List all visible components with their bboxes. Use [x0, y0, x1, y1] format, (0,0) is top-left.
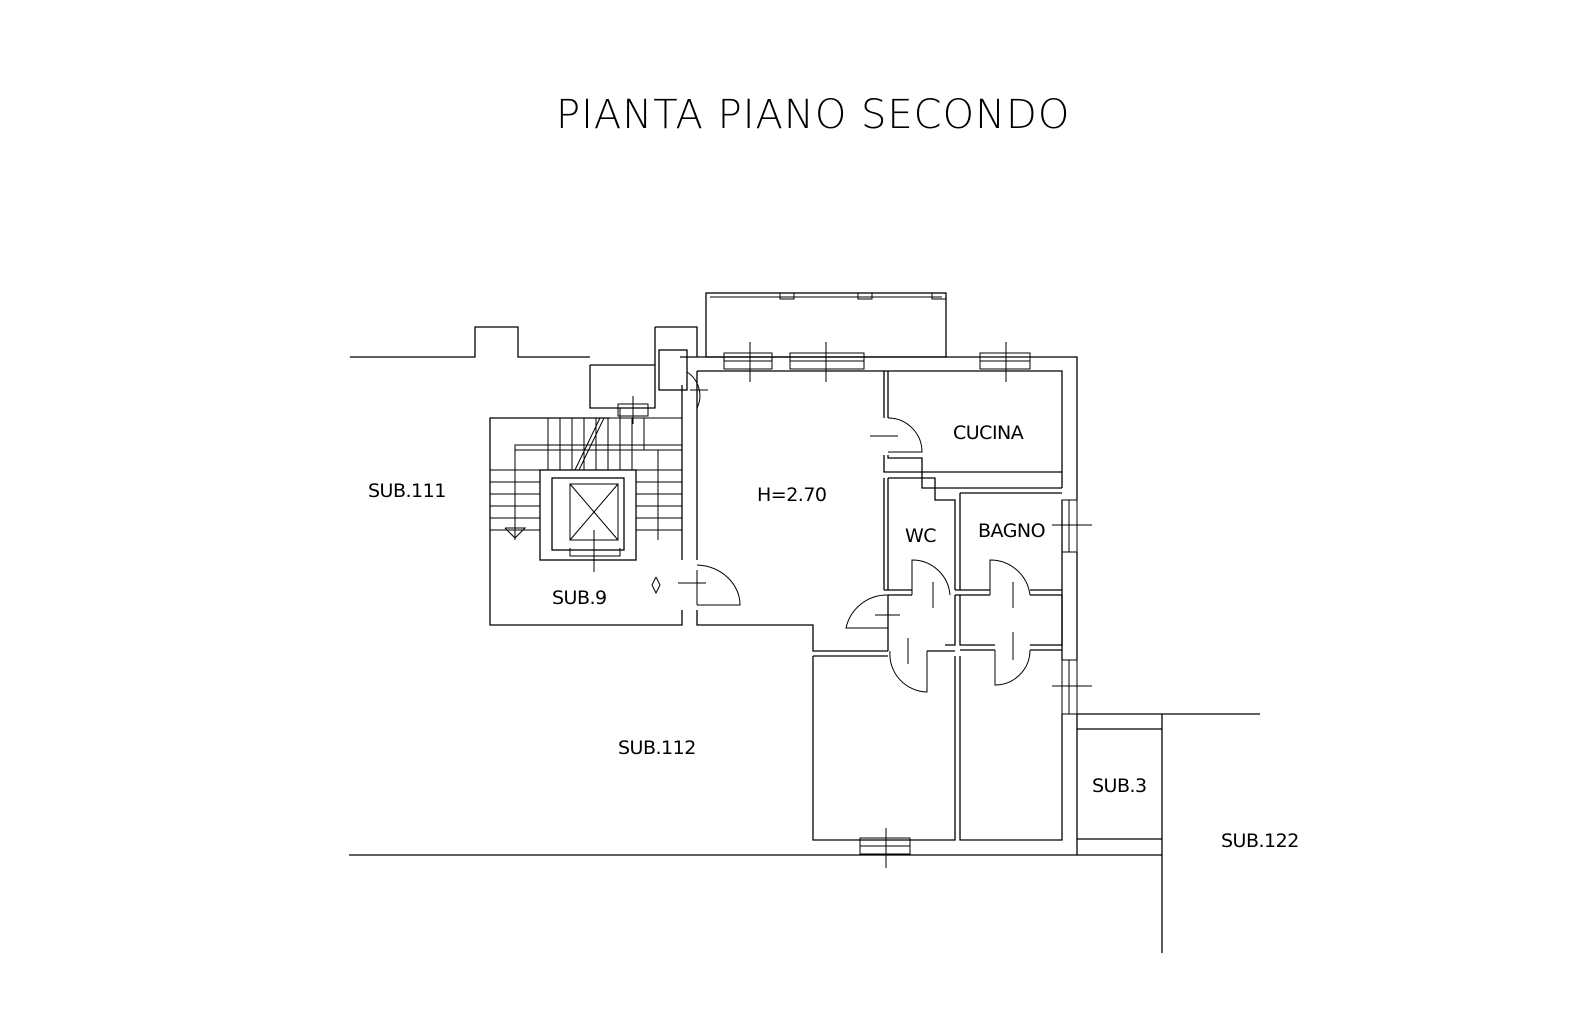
- label-sub-122: SUB.122: [1221, 830, 1299, 852]
- interior-walls: [883, 371, 1063, 652]
- door-swings: [651, 371, 1031, 693]
- label-sub-111: SUB.111: [368, 480, 446, 502]
- label-sub-3: SUB.3: [1092, 775, 1147, 797]
- label-wc: WC: [905, 525, 936, 547]
- windows: [617, 342, 1092, 868]
- label-room-height: H=2.70: [757, 484, 827, 506]
- stairwell: [490, 326, 698, 572]
- label-sub-9: SUB.9: [552, 587, 607, 609]
- label-cucina: CUCINA: [953, 422, 1024, 444]
- label-bagno: BAGNO: [978, 520, 1045, 542]
- label-sub-112: SUB.112: [618, 737, 696, 759]
- plan-title: PIANTA PIANO SECONDO: [556, 92, 1070, 138]
- boundary-lines: [349, 326, 1260, 953]
